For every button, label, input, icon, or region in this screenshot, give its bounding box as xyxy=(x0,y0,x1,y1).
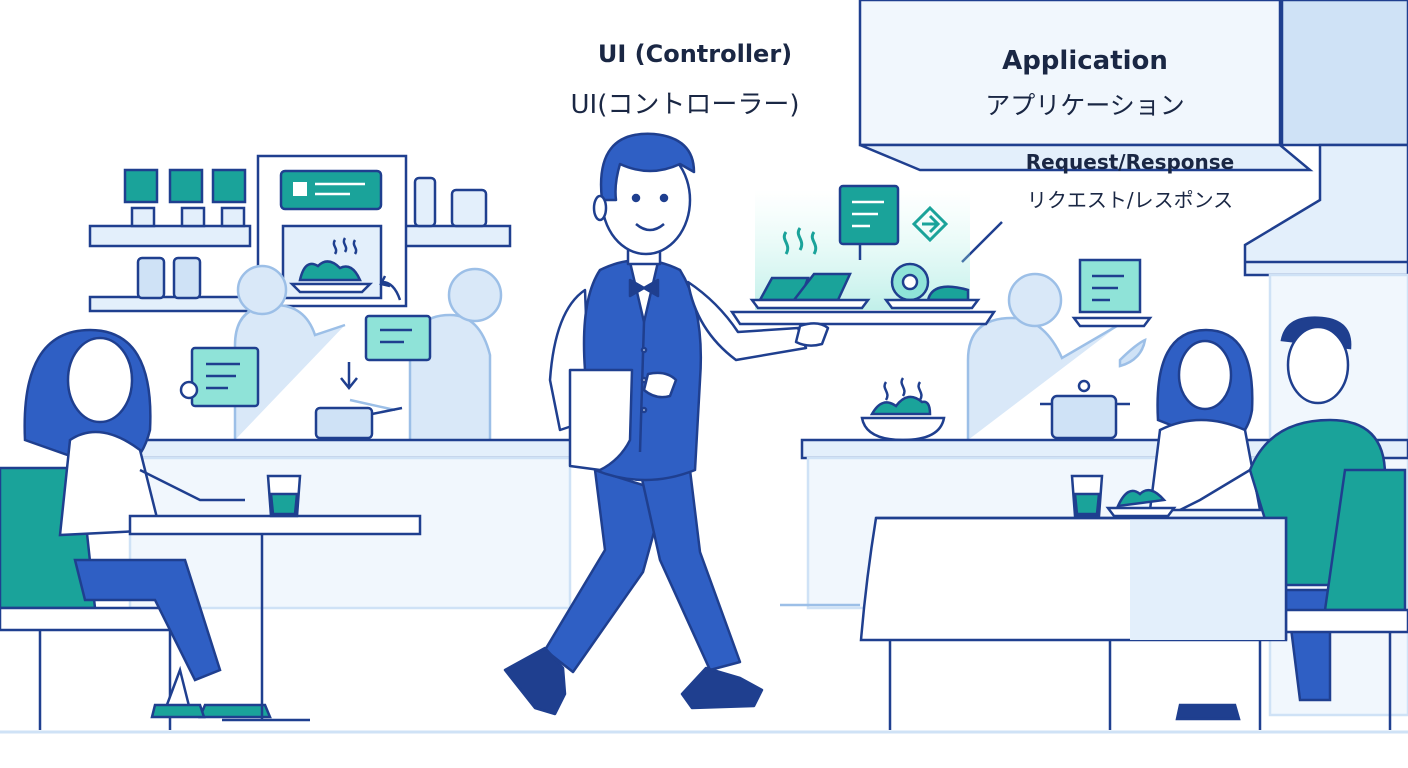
diamond-transfer-icon xyxy=(911,205,949,243)
ui-title-english: UI (Controller) xyxy=(597,40,793,68)
serving-tray xyxy=(729,262,997,326)
application-box xyxy=(858,0,1282,147)
waiter xyxy=(503,132,830,716)
request-response-english: Request/Response xyxy=(1025,150,1235,174)
steam-icon xyxy=(782,227,818,255)
left-diner xyxy=(0,328,422,730)
application-title-japanese: アプリケーション xyxy=(985,91,1185,120)
code-screen-icon xyxy=(838,184,900,260)
request-response-japanese: リクエスト/レスポンス xyxy=(1026,188,1234,212)
application-title-english: Application xyxy=(1002,46,1168,76)
right-diners xyxy=(859,316,1408,730)
ui-title-japanese: UI(コントローラー) xyxy=(570,90,800,120)
